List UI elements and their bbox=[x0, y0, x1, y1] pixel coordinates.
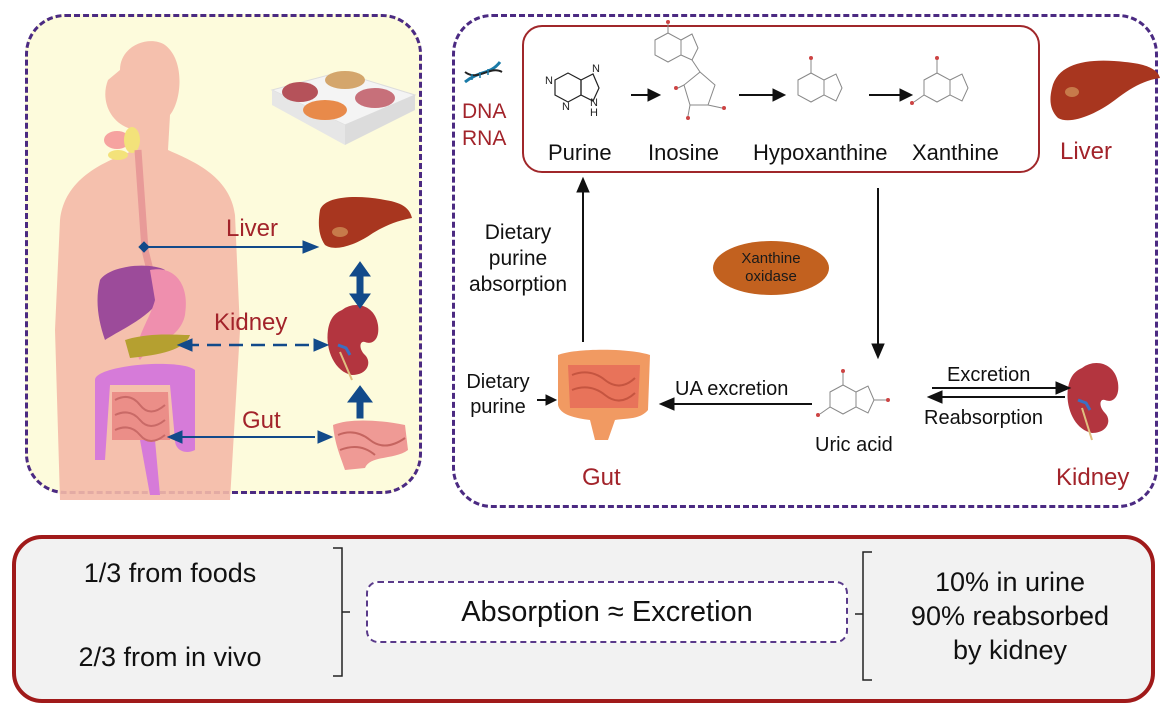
xanthine-molecule bbox=[910, 56, 969, 105]
human-body-illustration bbox=[55, 41, 240, 500]
pathway-arrows bbox=[537, 88, 1072, 411]
dna-helix-icon bbox=[464, 61, 503, 84]
enzyme-line1: Xanthine bbox=[741, 250, 801, 267]
xanthine-to-uric-acid-arrow bbox=[871, 343, 885, 360]
kidney-fate-urine: 10% in urine bbox=[934, 567, 1086, 597]
arrowhead-right bbox=[302, 240, 320, 254]
hypoxanthine-label: Hypoxanthine bbox=[753, 140, 888, 165]
dna-label: DNA bbox=[462, 100, 507, 123]
svg-text:N: N bbox=[545, 75, 553, 87]
dietary-purine-line2: purine bbox=[470, 396, 526, 418]
kidney-fate-by-kidney: by kidney bbox=[952, 635, 1068, 665]
absorption-excretion-balance: Absorption ≈ Excretion bbox=[366, 581, 848, 643]
svg-text:N: N bbox=[590, 97, 598, 109]
reabsorption-arrow bbox=[926, 390, 943, 404]
kidney-organ-image-right bbox=[1067, 363, 1119, 441]
inosine-to-hypoxanthine-arrow bbox=[772, 88, 787, 102]
inosine-molecule bbox=[654, 20, 726, 120]
left-panel-arrows bbox=[138, 240, 373, 444]
right-kidney-label: Kidney bbox=[1056, 464, 1130, 491]
dietary-purine-line1: Dietary bbox=[466, 371, 530, 393]
dietary-absorption-line1: Dietary bbox=[484, 221, 552, 244]
right-gut-label: Gut bbox=[582, 464, 621, 491]
svg-text:N: N bbox=[562, 101, 570, 113]
kidney-organ-image bbox=[327, 305, 379, 381]
dietary-purine-arrow bbox=[545, 394, 558, 406]
source-foods: 1/3 from foods bbox=[83, 558, 257, 588]
purine-molecule: N N N N H bbox=[545, 63, 600, 119]
reabsorption-label: Reabsorption bbox=[924, 407, 1043, 429]
svg-text:H: H bbox=[590, 107, 598, 119]
enzyme-line2: oxidase bbox=[745, 268, 797, 285]
uric-acid-molecule bbox=[816, 369, 890, 417]
food-tray-image bbox=[270, 71, 417, 145]
uric-acid-label: Uric acid bbox=[815, 434, 893, 456]
left-liver-label: Liver bbox=[226, 215, 279, 242]
liver-organ-image-right bbox=[1050, 60, 1160, 121]
excretion-arrow bbox=[1055, 381, 1072, 395]
right-liver-label: Liver bbox=[1060, 138, 1113, 165]
inosine-label: Inosine bbox=[648, 140, 719, 165]
ua-excretion-label: UA excretion bbox=[675, 378, 789, 400]
rna-label: RNA bbox=[462, 127, 507, 150]
purine-to-inosine-arrow bbox=[647, 88, 662, 102]
liver-organ-image bbox=[318, 197, 412, 248]
intestine-organ-image bbox=[333, 420, 408, 470]
kidney-fate-reabsorbed: 90% reabsorbed bbox=[910, 601, 1110, 631]
purine-label: Purine bbox=[548, 140, 612, 165]
ua-excretion-arrow bbox=[658, 397, 675, 411]
dietary-absorption-line3: absorption bbox=[468, 273, 568, 296]
left-kidney-label: Kidney bbox=[214, 309, 288, 336]
gut-organ-image bbox=[558, 349, 650, 440]
svg-text:N: N bbox=[592, 63, 600, 75]
left-bracket bbox=[333, 547, 350, 677]
hypoxanthine-to-xanthine-arrow bbox=[899, 88, 914, 102]
dietary-absorption-arrow bbox=[576, 176, 590, 193]
kidney-fate: 10% in urine 90% reabsorbed by kidney bbox=[875, 565, 1145, 667]
left-gut-label: Gut bbox=[242, 407, 281, 434]
xanthine-oxidase-enzyme: Xanthine oxidase bbox=[713, 241, 829, 295]
diamond-marker bbox=[138, 241, 150, 253]
dietary-absorption-line2: purine bbox=[488, 247, 548, 270]
dietary-purine-label: Dietary purine bbox=[456, 370, 540, 420]
excretion-label: Excretion bbox=[947, 364, 1031, 386]
source-in-vivo: 2/3 from in vivo bbox=[78, 642, 262, 672]
purine-pathway-box bbox=[522, 25, 1040, 173]
xanthine-label: Xanthine bbox=[912, 140, 999, 165]
right-bracket bbox=[855, 551, 872, 681]
dietary-absorption-label: Dietary purine absorption bbox=[458, 220, 578, 298]
hypoxanthine-molecule bbox=[797, 56, 843, 103]
balance-text: Absorption ≈ Excretion bbox=[461, 595, 753, 628]
